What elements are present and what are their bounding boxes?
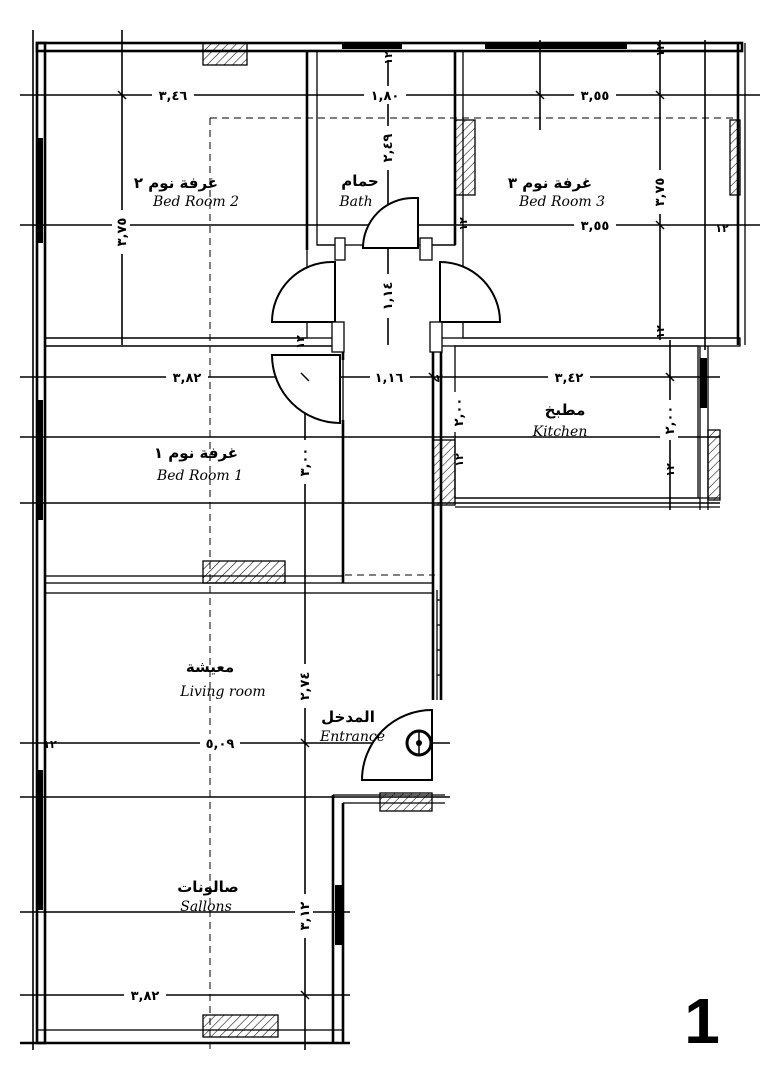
dim-wall-i: ١٢ <box>664 463 677 477</box>
living-room-en-label: Living room <box>179 684 265 700</box>
bed-room-2-ar-label: غرفة نوم ٢ <box>134 174 218 192</box>
dim-wall-j: ١٢ <box>43 738 57 751</box>
dim-wall-f: ١٢ <box>294 335 307 349</box>
bed-room-1-ar-label: غرفة نوم ١ <box>154 444 238 462</box>
column-right <box>729 119 741 196</box>
sallons-ar-label: صالونات <box>177 878 239 896</box>
bed-room-3-ar-label: غرفة نوم ٣ <box>508 174 592 192</box>
column-bottom <box>202 1014 279 1038</box>
grid-lines <box>20 30 760 1050</box>
column-bed3 <box>454 119 476 196</box>
doors <box>270 197 502 781</box>
dim-top-right: ٣,٥٥ <box>581 89 610 104</box>
dim-bottom-width: ٣,٨٢ <box>131 989 160 1004</box>
entrance-en-label: Entrance <box>319 729 385 745</box>
walls <box>20 41 746 1045</box>
dim-kitchen-height-right: ٢,٠٠ <box>663 406 678 435</box>
columns <box>202 42 741 1038</box>
dim-living-height: ٢,٧٤ <box>298 672 313 701</box>
dim-kitchen-height-left: ٢,٠٠ <box>452 398 467 427</box>
dim-corridor-height: ١,١٤ <box>381 282 396 311</box>
bath-en-label: Bath <box>338 194 372 210</box>
entrance-marker-icon <box>405 729 433 757</box>
sheet-number: 1 <box>684 985 720 1057</box>
dim-bed1-height: ٣,٠٠ <box>298 448 313 477</box>
living-room-ar-label: معيشة <box>186 658 234 676</box>
dim-right-inner: ٣,٥٥ <box>581 219 610 234</box>
windows <box>36 44 707 945</box>
dim-bed3-height: ٣,٧٥ <box>653 178 668 207</box>
sallons-en-label: Sallons <box>180 899 232 915</box>
kitchen-ar-label: مطبخ <box>545 401 586 419</box>
dim-top-mid: ١,٨٠ <box>371 89 400 104</box>
column-bed1-bottom <box>202 560 286 584</box>
dim-bed1-width: ٣,٨٢ <box>173 371 202 386</box>
bed-room-3-en-label: Bed Room 3 <box>518 194 605 210</box>
kitchen-window-ticks <box>436 590 442 700</box>
bath-ar-label: حمام <box>341 172 379 190</box>
dim-corridor-width: ١,١٦ <box>375 371 404 386</box>
dim-sallons-height: ٣,١٢ <box>298 902 313 931</box>
dim-top-left: ٣,٤٦ <box>159 89 188 104</box>
dim-kitchen-width: ٣,٤٢ <box>555 371 584 386</box>
dimension-labels: ٣,٤٦ ١,٨٠ ٣,٥٥ ٣,٥٥ ٣,٨٢ ١,١٦ ٣,٤٢ ٥,٠٩ … <box>43 43 729 1004</box>
dim-wall-e: ١٢ <box>654 325 667 339</box>
dim-wall-h: ١٢ <box>453 453 466 467</box>
column-entrance <box>379 792 433 812</box>
column-kitchen-right <box>707 429 721 501</box>
column-kitchen <box>432 439 456 506</box>
dim-wall-b: ١٢ <box>654 43 667 57</box>
entrance-ar-label: المدخل <box>321 708 375 726</box>
dim-wall-a: ١٢ <box>382 51 395 65</box>
dim-wall-d: ١٢ <box>457 217 470 231</box>
bed-room-2-en-label: Bed Room 2 <box>152 194 239 210</box>
bed-room-1-en-label: Bed Room 1 <box>156 468 243 484</box>
dim-living-width: ٥,٠٩ <box>206 737 235 752</box>
column-top <box>202 42 248 66</box>
dim-bath-height: ٢,٤٩ <box>381 134 396 163</box>
room-labels: غرفة نوم ٢ Bed Room 2 حمام Bath غرفة نوم… <box>134 172 605 915</box>
dim-wall-c: ١٢ <box>715 222 729 235</box>
kitchen-en-label: Kitchen <box>532 424 588 440</box>
dim-bed2-height: ٣,٧٥ <box>115 218 130 247</box>
dim-wall-g: ١٢ <box>429 372 443 385</box>
